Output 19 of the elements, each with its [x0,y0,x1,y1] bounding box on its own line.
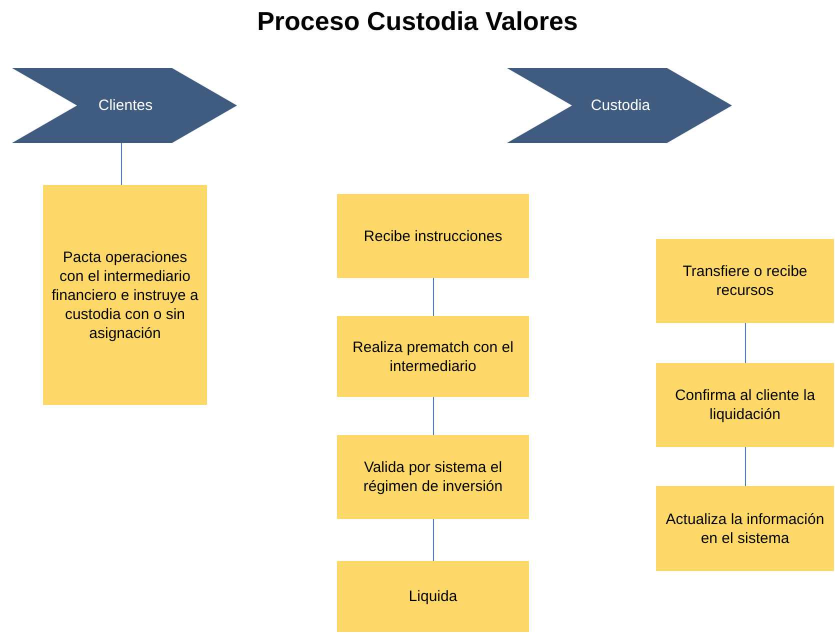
chevron-shape [12,68,237,143]
process-box: Realiza prematch con el intermediario [337,316,529,397]
connector-line [433,518,434,562]
diagram-title: Proceso Custodia Valores [256,6,579,37]
connector-line [745,446,746,486]
chevron-label: Clientes [98,97,153,114]
process-box: Pacta operaciones con el intermediario financiero e instruye a custodia con o sin asignación [43,185,207,405]
chevron-label: Custodia [590,97,650,114]
process-box: Liquida [337,561,529,632]
connector-line [121,142,122,186]
chevron-shape [507,68,732,143]
connector-line [745,322,746,364]
connector-line [433,278,434,316]
process-box: Valida por sistema el régimen de inversión [337,435,529,519]
process-box: Transfiere o recibe recursos [656,239,834,323]
process-box: Confirma al cliente la liquidación [656,363,834,447]
process-box: Recibe instrucciones [337,194,529,278]
connector-line [433,396,434,436]
process-box: Actualiza la información en el sistema [656,486,834,571]
